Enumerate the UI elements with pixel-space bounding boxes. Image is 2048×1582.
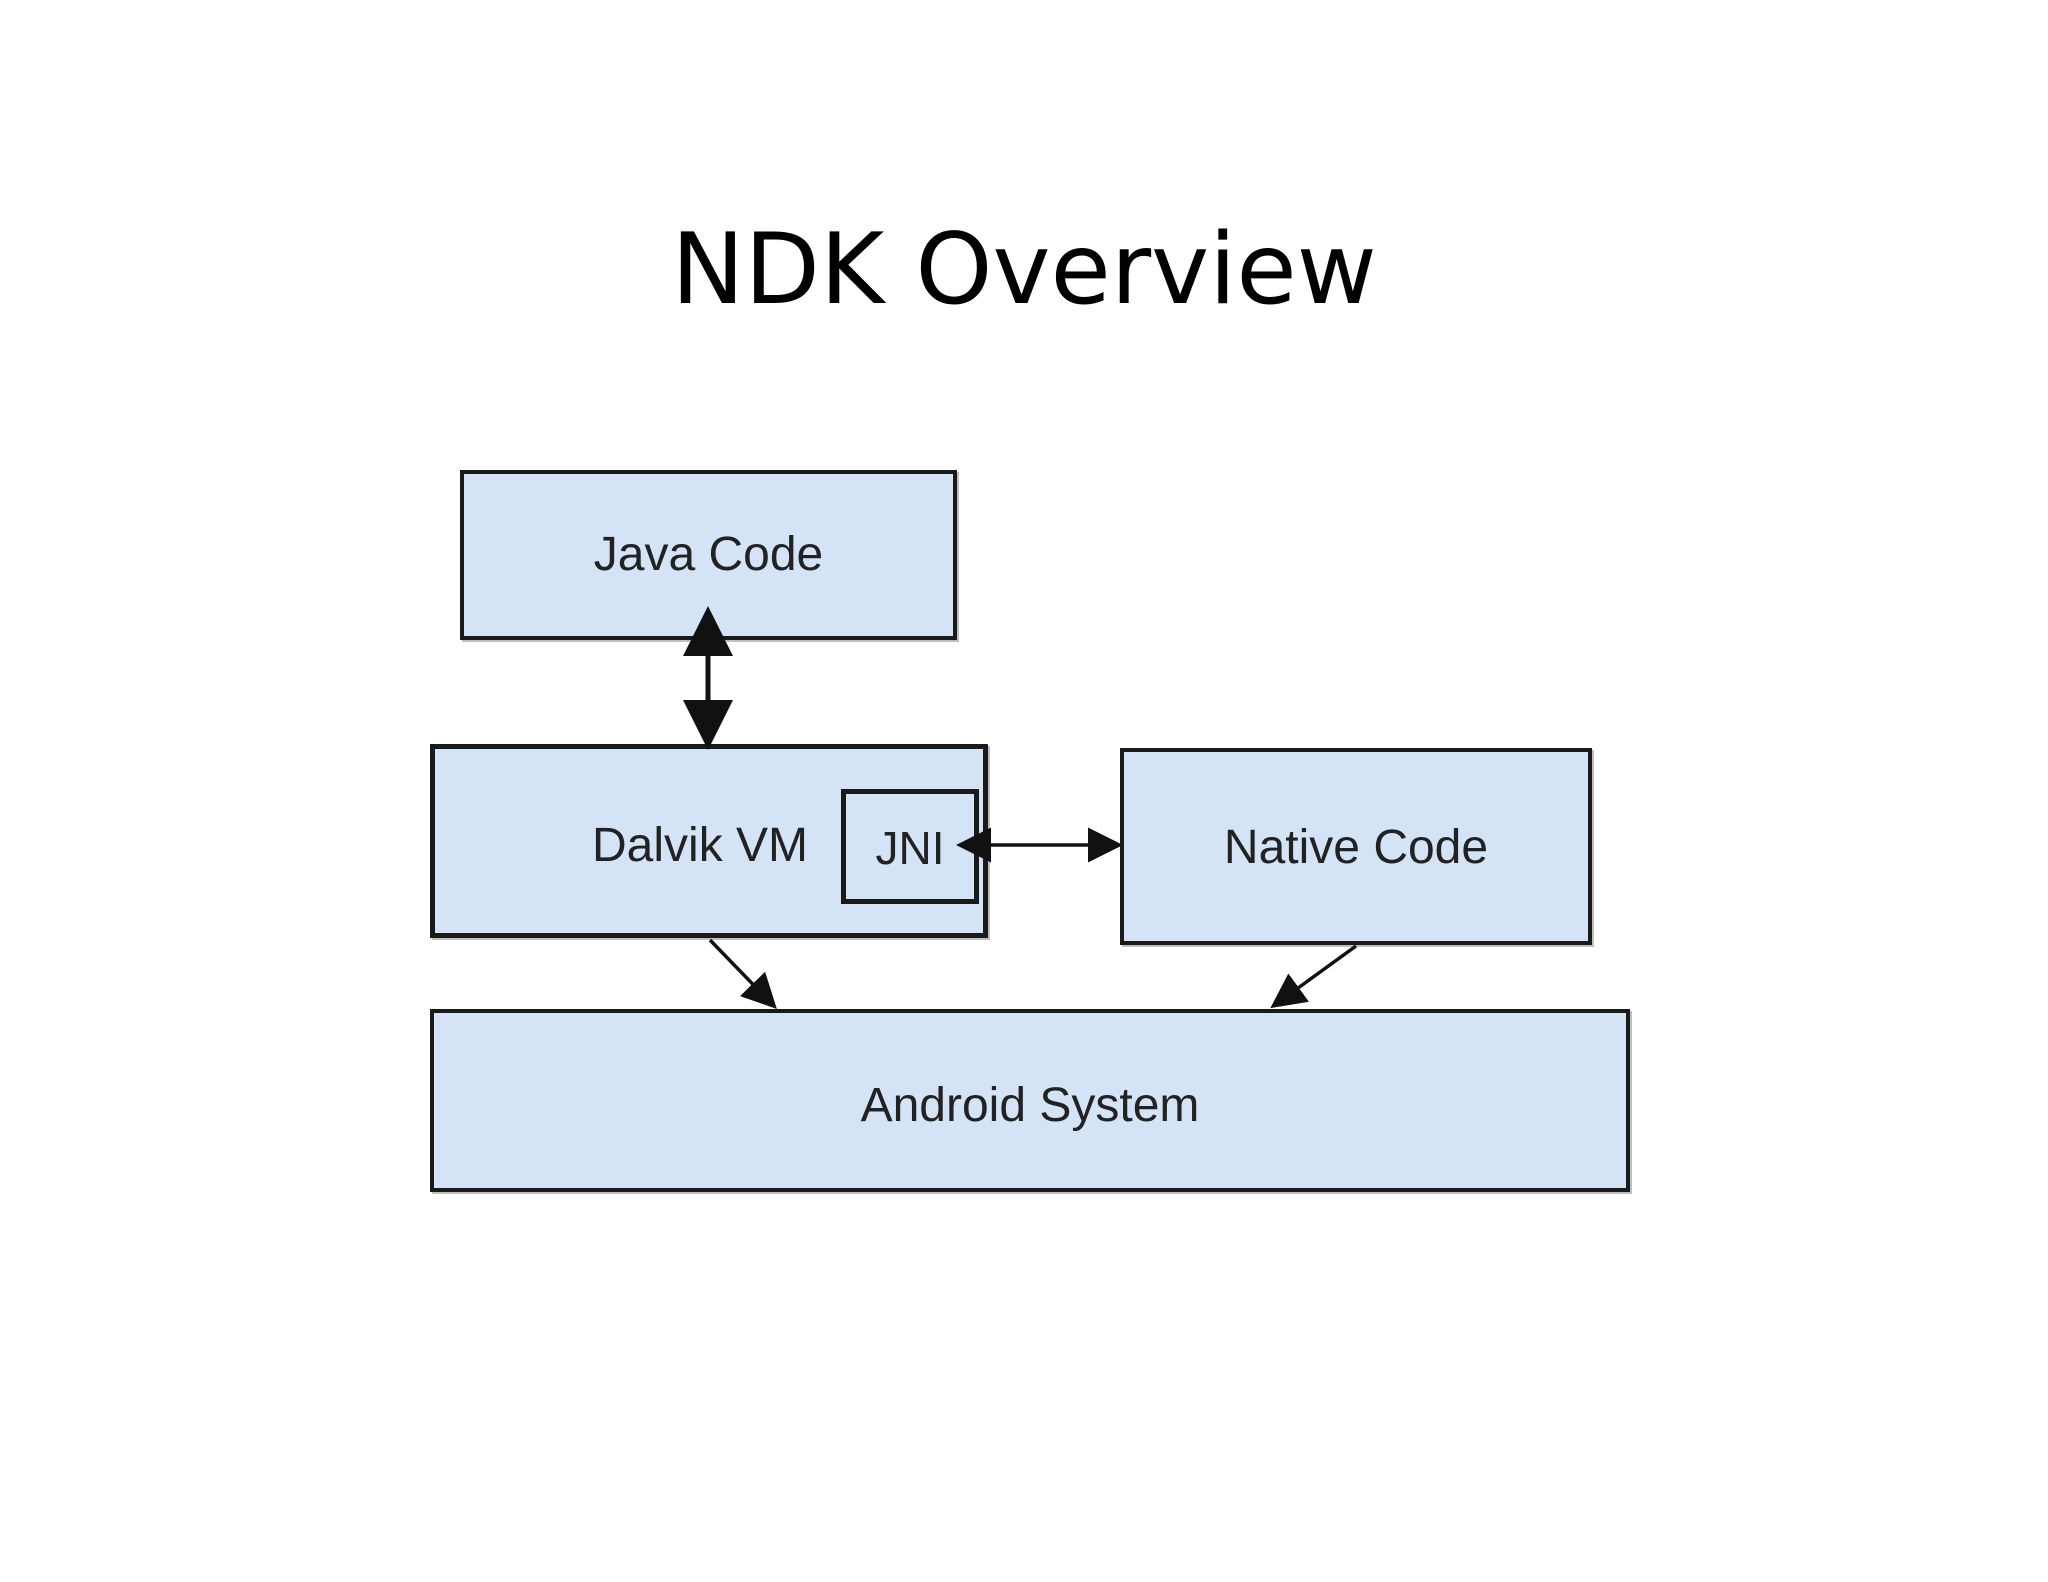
android-system-label: Android System	[860, 1079, 1200, 1132]
native-android-arrow	[1270, 944, 1358, 1009]
slide-title: NDK Overview	[671, 213, 1377, 327]
java-code-label: Java Code	[593, 528, 824, 581]
native-code-label: Native Code	[1223, 821, 1489, 874]
native-code-box: Native Code	[1120, 748, 1592, 945]
jni-label: JNI	[875, 822, 945, 874]
dalvik-vm-label: Dalvik VM	[592, 819, 809, 872]
android-system-box: Android System	[430, 1009, 1630, 1192]
java-code-box: Java Code	[460, 470, 957, 640]
dalvik-android-arrow	[708, 938, 777, 1010]
jni-box: JNI	[841, 789, 979, 904]
